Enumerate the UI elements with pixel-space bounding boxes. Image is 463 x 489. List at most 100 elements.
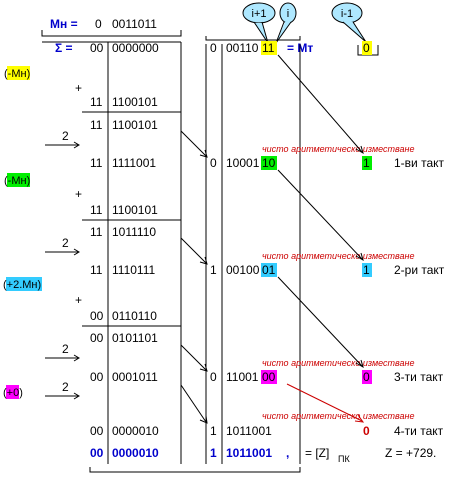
step2-mt-a: 00100: [226, 263, 260, 277]
step1-addend-bits: 1100101: [112, 95, 158, 109]
step2-mt-highlight: [261, 263, 277, 277]
bubble-i-label: i: [287, 8, 289, 20]
step1-shift-out-arrowhead: [355, 145, 364, 155]
step3-addend-sign: 00: [90, 309, 104, 323]
step4-note: чисто аритметическо изместване: [262, 411, 415, 421]
step4-shift-bits: 0000010: [112, 424, 159, 438]
step3-shift-out-arrow: [277, 276, 363, 367]
result-sign: 00: [90, 446, 104, 460]
result-bracket: [89, 467, 301, 473]
step1-shift-sign: 11: [90, 156, 103, 170]
step3-sum-bits: 0101101: [112, 331, 158, 345]
step4-mt-a: 1011001: [226, 424, 272, 438]
bubble-i-minus-1-label: i-1: [341, 8, 353, 20]
plus-sign-3: +: [75, 293, 82, 307]
bubble-i-minus-1: i-1: [331, 2, 367, 43]
step1-carry-arrowhead: [199, 149, 208, 158]
step3-carry-arrowhead: [199, 363, 208, 372]
side-tag-2: (-Мн): [4, 173, 30, 187]
step1-mt-highlight: [261, 156, 277, 170]
step1-extra-highlight: [362, 156, 372, 170]
side-tag-1: (-Мн): [4, 66, 30, 80]
step3-shift-out-arrowhead: [355, 359, 364, 369]
step4-shift-count: 2: [62, 380, 69, 394]
plus-sign-2: +: [75, 187, 82, 201]
step4-shift-sign: 00: [90, 424, 104, 438]
step1-tact: 1-ви такт: [394, 156, 445, 170]
mn-label: Мн =: [50, 17, 78, 31]
step3-shift-count: 2: [62, 342, 69, 356]
step4-mt-sign: 1: [210, 424, 217, 438]
svg-text:(+0): (+0): [3, 387, 23, 399]
step3-extra: 0: [363, 370, 370, 384]
step3-tact: 3-ти такт: [394, 370, 444, 384]
step1-mt-sign: 0: [210, 156, 217, 170]
step3-extra-highlight: [362, 370, 372, 384]
step2-shift-bits: 1110111: [112, 263, 155, 277]
step2-carry-arrowhead: [199, 256, 208, 265]
step3-mt-b: 00: [262, 370, 276, 384]
step2-extra: 1: [363, 263, 370, 277]
mn-bracket: [41, 30, 182, 37]
step2-shift-out-arrowhead: [355, 252, 364, 262]
result-z-value: Z = +729.: [385, 446, 436, 460]
step1-addend-sign: 11: [90, 95, 103, 109]
result-z-eq: = [Z]: [305, 446, 329, 460]
step4-carry-arrowhead: [199, 415, 208, 424]
step4-extra: 0: [363, 424, 370, 438]
step3-note: чисто аритметическо изместване: [262, 358, 415, 368]
extra-highlight: [362, 41, 372, 55]
result-comma: ,: [286, 446, 289, 460]
step3-sum-sign: 00: [90, 331, 104, 345]
step4-shift-out-arrowhead: [354, 414, 365, 423]
step4-tact: 4-ти такт: [394, 424, 444, 438]
bubble-i-plus-1-label: i+1: [252, 8, 267, 20]
step2-mt-sign: 1: [210, 263, 217, 277]
mt-bracket: [205, 36, 301, 41]
step2-tact: 2-ри такт: [394, 263, 445, 277]
step2-sum-sign: 11: [90, 225, 103, 239]
bubble-i-plus-1: i+1: [242, 2, 276, 44]
plus-sign-1: +: [75, 81, 82, 95]
step3-addend-bits: 0110110: [112, 309, 157, 323]
step1-extra: 1: [363, 156, 370, 170]
mn-sign: 0: [95, 17, 102, 31]
result-z-sub: ПК: [338, 454, 350, 464]
svg-text:(+2.Мн): (+2.Мн): [3, 279, 41, 291]
side-tag-3: (+2.Мн): [3, 277, 42, 291]
step1-shift-count: 2: [62, 129, 69, 143]
step3-carry-arrow: [180, 344, 207, 371]
svg-text:(-Мн): (-Мн): [4, 175, 30, 187]
step4-shift-out-arrow: [286, 383, 363, 422]
step2-shift-out-arrow: [277, 169, 363, 260]
result-mt-sign: 1: [210, 446, 217, 460]
mt-sign: 0: [210, 41, 217, 55]
step2-shift-arrowhead: [73, 248, 80, 256]
step2-shift-sign: 11: [90, 263, 103, 277]
step2-shift-count: 2: [62, 236, 69, 250]
step3-shift-sign: 00: [90, 370, 104, 384]
step4-carry-arrow: [180, 384, 207, 423]
step1-shift-arrowhead: [73, 141, 80, 149]
step3-mt-highlight: [261, 370, 277, 384]
step3-shift-arrowhead: [73, 354, 80, 362]
extra-bit: 0: [363, 41, 370, 55]
step2-addend-bits: 1100101: [112, 203, 158, 217]
step1-shift-bits: 1111001: [112, 156, 156, 170]
bubble-i: i: [275, 2, 297, 44]
step2-addend-sign: 11: [90, 203, 103, 217]
step2-mt-b: 01: [262, 263, 276, 277]
sum-label: Σ =: [55, 41, 73, 55]
step1-note: чисто аритметическо изместване: [262, 144, 415, 154]
step1-carry-arrow: [180, 130, 207, 157]
step2-extra-highlight: [362, 263, 372, 277]
sum-bits: 0000000: [112, 41, 159, 55]
svg-text:(-Мн): (-Мн): [4, 68, 30, 80]
result-bits: 0000010: [112, 446, 159, 460]
side-tag-4: (+0): [3, 385, 23, 399]
step2-note: чисто аритметическо изместване: [262, 251, 415, 261]
step1-mt-a: 10001: [226, 156, 260, 170]
step1-sum-bits: 1100101: [112, 118, 158, 132]
